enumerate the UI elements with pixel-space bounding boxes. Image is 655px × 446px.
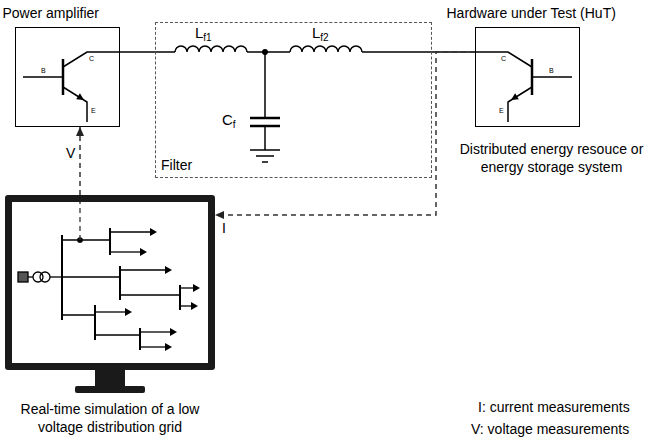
transistor-symbol (475, 52, 572, 122)
grid-single-line-drawing (110, 231, 150, 232)
grid-single-line-drawing (95, 334, 140, 335)
filter-region: Filter (155, 22, 432, 178)
grid-single-line-drawing (180, 305, 191, 306)
lc-filter-circuit (362, 51, 432, 53)
signal-name: V (66, 146, 75, 160)
transistor-symbol (76, 93, 84, 100)
transistor-symbol (62, 59, 65, 95)
grid-single-line-drawing (120, 269, 165, 270)
note-text: I: current measurements (478, 400, 630, 414)
signal-name: I (222, 221, 226, 235)
transistor-symbol (63, 52, 120, 67)
power-wire (120, 51, 155, 53)
grid-single-line-drawing (50, 276, 62, 277)
lc-filter-circuit (262, 161, 268, 163)
box-description: Distributed energy resouce or energy sto… (453, 140, 651, 176)
current-signal-arrow (215, 52, 475, 219)
lc-filter-circuit (264, 52, 266, 118)
lc-filter-circuit (250, 149, 280, 151)
transistor-symbol (532, 76, 572, 78)
lc-filter-circuit (250, 117, 280, 120)
voltage-signal-arrow (79, 127, 81, 195)
grid-single-line-drawing (62, 239, 110, 240)
monitor-caption: Real-time simulation of a low voltage di… (11, 400, 209, 436)
grid-single-line-drawing (140, 331, 170, 332)
grid-single-line-drawing (170, 328, 177, 336)
transistor-symbol (475, 52, 532, 67)
grid-single-line-drawing (120, 294, 180, 295)
transistor-symbol (511, 93, 519, 100)
transistor-symbol (63, 87, 87, 122)
note-text: V: voltage measurements (471, 422, 629, 436)
grid-single-line-drawing (40, 272, 50, 282)
arrowhead (76, 127, 84, 136)
pin-name: E (499, 107, 504, 114)
grid-single-line-drawing (191, 302, 198, 310)
current-signal-arrow (215, 52, 475, 215)
grid-single-line-drawing (193, 284, 200, 292)
grid-single-line-drawing (165, 266, 172, 274)
grid-single-line-drawing (110, 251, 140, 252)
grid-single-line-drawing (140, 346, 165, 347)
power-amplifier-box: Power amplifier (15, 27, 120, 127)
grid-single-line-drawing (125, 228, 200, 351)
lc-filter-circuit (264, 126, 266, 150)
box-heading: Hardware under Test (HuT) (447, 4, 616, 22)
lc-filter-circuit (175, 46, 247, 52)
component-name: Lf2 (312, 25, 329, 43)
component-name: Cf (222, 112, 236, 130)
transistor-symbol (23, 76, 63, 78)
monitor-stand (75, 386, 145, 393)
pin-name: E (91, 107, 96, 114)
grid-single-line-drawing (95, 311, 125, 312)
pin-name: C (89, 55, 94, 62)
grid-single-line-drawing (62, 314, 95, 315)
transistor-symbol (23, 52, 120, 122)
power-wire (120, 52, 155, 53)
simulation-monitor: Real-time simulation of a low voltage di… (5, 195, 215, 370)
component-name: Lf1 (195, 25, 212, 43)
arrowhead (215, 211, 224, 219)
transistor-symbol (531, 59, 534, 95)
monitor-stand (95, 370, 125, 386)
grid-single-line-drawing (180, 287, 193, 288)
pin-name: C (501, 55, 506, 62)
grid-single-line-drawing (28, 276, 33, 277)
pin-name: B (41, 67, 46, 74)
monitor-stand (75, 370, 145, 393)
grid-single-line-drawing (62, 276, 120, 277)
lc-filter-circuit (256, 155, 274, 157)
lc-filter-circuit (155, 51, 175, 53)
grid-single-line-drawing (79, 202, 80, 240)
grid-single-line-drawing (125, 308, 132, 316)
voltage-signal-arrow (76, 127, 84, 195)
grid-single-line-drawing (140, 248, 147, 256)
pin-name: B (549, 67, 554, 74)
box-heading: Power amplifier (3, 4, 99, 22)
grid-single-line-drawing (150, 228, 157, 236)
grid-single-line-drawing (18, 272, 28, 282)
lc-filter-circuit (247, 51, 290, 53)
grid-single-line-drawing (165, 343, 172, 351)
grid-single-line-drawing (18, 202, 200, 351)
lc-filter-circuit (155, 46, 432, 162)
transistor-symbol (508, 87, 532, 122)
lc-filter-circuit (290, 46, 362, 52)
hardware-under-test-box: Hardware under Test (HuT)Distributed ene… (475, 27, 580, 127)
region-label: Filter (161, 156, 192, 174)
